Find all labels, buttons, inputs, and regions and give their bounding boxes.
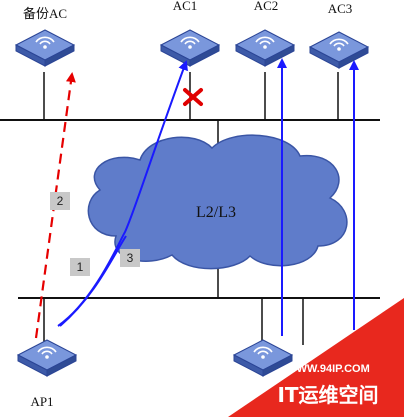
svg-text:1: 1 bbox=[77, 260, 84, 274]
wireless-device-icon bbox=[233, 339, 293, 377]
wireless-device-icon bbox=[235, 29, 295, 67]
svg-text:3: 3 bbox=[127, 251, 134, 265]
step-badge-3: 3 bbox=[120, 249, 140, 267]
ac3-device: AC3 bbox=[309, 1, 369, 69]
ac2-device: AC2 bbox=[235, 0, 295, 67]
svg-text:2: 2 bbox=[57, 194, 64, 208]
backup-ac-label: 备份AC bbox=[23, 6, 67, 21]
watermark: WWW.94IP.COM IT运维空间 bbox=[228, 298, 404, 417]
wireless-device-icon bbox=[15, 29, 75, 67]
ap1-device: AP1 bbox=[17, 339, 77, 409]
step-badge-1: 1 bbox=[70, 258, 90, 276]
arrow-ap1-to-ac1-step3 bbox=[59, 235, 127, 327]
red-x-icon bbox=[183, 88, 203, 106]
ap1-label: AP1 bbox=[30, 394, 53, 409]
cloud-label: L2/L3 bbox=[196, 204, 236, 221]
ac2-label: AC2 bbox=[254, 0, 279, 13]
wireless-device-icon bbox=[17, 339, 77, 377]
ac1-label: AC1 bbox=[173, 0, 198, 13]
backup-ac-device: 备份AC bbox=[15, 6, 75, 67]
ap2-device bbox=[233, 339, 293, 377]
watermark-text: IT运维空间 bbox=[277, 383, 378, 407]
ac1-device: AC1 bbox=[160, 0, 220, 67]
wireless-device-icon bbox=[160, 29, 220, 67]
network-cloud bbox=[87, 134, 348, 270]
wireless-device-icon bbox=[309, 31, 369, 69]
step-badge-2: 2 bbox=[50, 192, 70, 210]
watermark-url: WWW.94IP.COM bbox=[286, 363, 370, 375]
ac3-label: AC3 bbox=[328, 1, 353, 16]
